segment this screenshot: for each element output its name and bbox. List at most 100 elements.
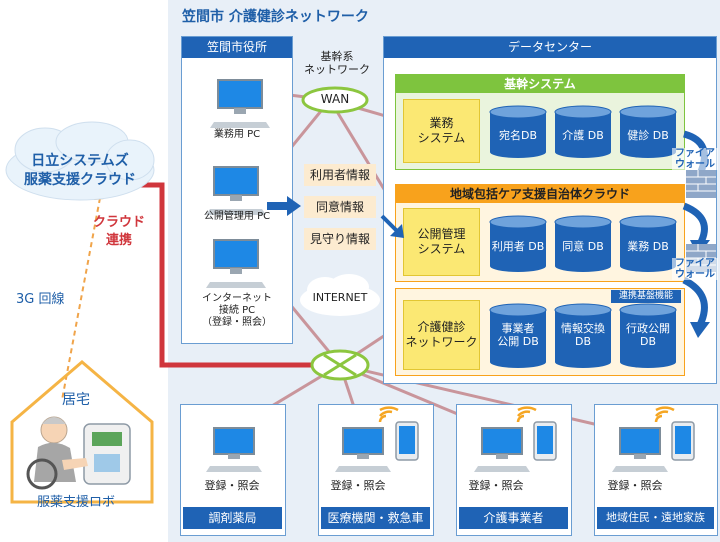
db-cylinder-core-0: [489, 105, 547, 158]
3g-label: 3G 回線: [16, 292, 65, 307]
endpoint-care-name: 介護事業者: [459, 507, 568, 529]
firewall-1-icon: [686, 170, 716, 198]
firewall-1-label: ファイア ウォール: [672, 148, 718, 170]
care-tablet-icon: [533, 421, 557, 461]
cloud-system-line2: システム: [417, 242, 466, 256]
robot-tray: [94, 454, 120, 472]
internet-hub: [310, 349, 370, 381]
public-management-system: 公開管理システム: [403, 208, 480, 276]
home-shape: [10, 360, 154, 504]
core-business-system: 業務システム: [403, 99, 480, 163]
cloud-label-line1: 日立システムズ: [31, 153, 129, 169]
firewall-2-line2: ウォール: [675, 269, 715, 280]
hospital-pc-icon: [335, 427, 391, 472]
core-system-title: 基幹システム: [396, 75, 684, 93]
hospital-wifi-icon: [378, 406, 399, 423]
wheelchair-wheel: [26, 458, 58, 490]
endpoint-resident-caption: 登録・照会: [607, 479, 663, 492]
resident-pc-icon: [612, 427, 668, 472]
db-checkup: 健診 DB: [627, 128, 669, 142]
db-consent: 同意 DB: [562, 239, 604, 253]
db-admin-line1: 行政公開: [626, 322, 670, 335]
db-admin-line2: DB: [639, 335, 657, 348]
care-network-system: 介護健診ネットワーク: [403, 300, 480, 370]
endpoint-care-caption: 登録・照会: [468, 479, 524, 492]
db-exchange-line2: DB: [574, 335, 592, 348]
backbone-line2: ネットワーク: [304, 63, 370, 76]
endpoint-hospital-caption: 登録・照会: [330, 479, 386, 492]
db-cylinder-core-2: [619, 105, 677, 158]
arrow-right-icon: [267, 196, 301, 216]
person-body: [34, 442, 76, 482]
robot-screen: [92, 432, 122, 446]
endpoint-pharmacy-name: 調剤薬局: [183, 507, 282, 529]
3g-line: [61, 197, 101, 401]
arrow-down-3: [682, 276, 708, 327]
db-cylinder-core-1: [554, 105, 612, 158]
db-business: 業務 DB: [627, 239, 669, 253]
wan-label: WAN: [320, 92, 350, 106]
resident-wifi-icon: [654, 406, 675, 423]
backbone-line1: 基幹系: [320, 50, 354, 63]
resident-tablet-icon: [671, 421, 695, 461]
data-center-title: データセンター: [384, 37, 716, 58]
care-pc-icon: [474, 427, 530, 472]
home-label: 居宅: [62, 392, 90, 408]
pc2-label: 公開管理用 PC: [203, 211, 271, 222]
db-provider-line2: 公開 DB: [497, 335, 539, 348]
endpoint-hospital-name: 医療機関・救急車: [321, 507, 430, 529]
pc3-icon: [206, 239, 266, 288]
firewall-1-line2: ウォール: [675, 159, 715, 170]
info-item-consent: 同意情報: [304, 196, 376, 218]
care-wifi-icon: [516, 406, 537, 423]
internet-label: INTERNET: [312, 291, 368, 304]
db-cylinder-network-1: [554, 303, 612, 368]
endpoint-pharmacy-caption: 登録・照会: [204, 479, 260, 492]
link-platform-badge: 連携基盤機能: [611, 290, 681, 303]
pc1-icon: [210, 79, 270, 128]
cloud-link-line1: クラウド: [92, 215, 145, 230]
firewall-1-line1: ファイア: [675, 148, 715, 159]
db-user: 利用者 DB: [491, 239, 545, 253]
hospital-tablet-icon: [395, 421, 419, 461]
db-care: 介護 DB: [562, 128, 604, 142]
cloud-link-line2: 連携: [105, 233, 132, 248]
info-item-user: 利用者情報: [304, 164, 376, 186]
db-provider-line1: 事業者: [501, 322, 535, 335]
core-system-line2: システム: [417, 131, 466, 145]
db-cylinder-cloud-2: [619, 215, 677, 272]
db-address: 宛名DB: [498, 128, 538, 142]
arrow-down-2: [682, 202, 708, 246]
db-cylinder-cloud-1: [554, 215, 612, 272]
internet-cloud-shape: [300, 274, 380, 316]
network-system-line1: 介護健診: [417, 320, 466, 334]
core-system-line1: 業務: [429, 116, 454, 130]
pc2-icon: [206, 166, 266, 215]
firewall-2-label: ファイア ウォール: [672, 258, 718, 280]
db-cylinder-network-2: [619, 303, 677, 368]
network-system-line2: ネットワーク: [405, 335, 478, 349]
pharmacy-pc-icon: [206, 427, 262, 472]
backbone-label: 基幹系 ネットワーク: [294, 50, 380, 76]
cloud-platform-title: 地域包括ケア支援自治体クラウド: [396, 185, 684, 203]
page-title: 笠間市 介護健診ネットワーク: [182, 9, 369, 25]
cloud-link-line: [131, 182, 340, 368]
db-provider-public: 事業者公開 DB: [488, 318, 548, 352]
cloud-label: 日立システムズ 服薬支援クラウド: [5, 152, 155, 190]
robot-label: 服薬支援ロボ: [37, 495, 116, 510]
wan-node: [301, 86, 369, 114]
city-hall-title: 笠間市役所: [182, 37, 292, 58]
firewall-2-line1: ファイア: [675, 258, 715, 269]
db-cylinder-cloud-0: [489, 215, 547, 272]
db-cylinder-network-0: [489, 303, 547, 368]
arrow-into-cloud-icon: [380, 214, 404, 238]
cloud-shape: [5, 121, 155, 201]
cloud-system-line1: 公開管理: [417, 227, 466, 241]
endpoint-resident-name: 地域住民・遠地家族: [597, 507, 714, 529]
cloud-label-line2: 服薬支援クラウド: [24, 172, 136, 188]
pc3-label: インターネット 接続 PC （登録・照会）: [202, 293, 272, 328]
